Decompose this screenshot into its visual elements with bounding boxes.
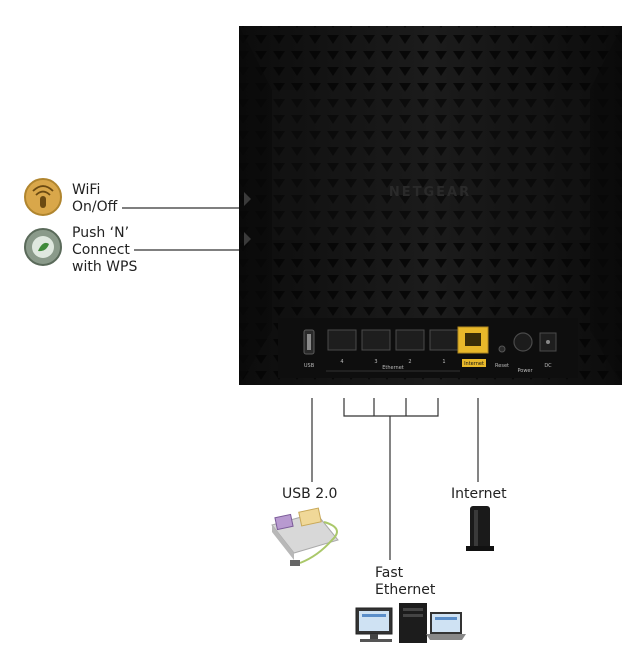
internet-port[interactable]	[457, 326, 489, 354]
brand-logo: NETGEAR	[389, 185, 471, 200]
usb-port[interactable]	[303, 329, 315, 355]
computers-icon	[355, 603, 466, 643]
lan-port-label-4: 4	[340, 359, 343, 365]
lan-port-2[interactable]	[395, 329, 425, 351]
lan-port-label-3: 3	[374, 359, 377, 365]
wps-callout-line3: with WPS	[72, 259, 138, 275]
port-panel	[278, 318, 578, 378]
ethernet-port-group-label: Ethernet	[382, 365, 404, 371]
wifi-side-button[interactable]	[244, 192, 251, 206]
ethernet-callout-label: Fast Ethernet	[375, 565, 435, 599]
wps-callout-line2: Connect	[72, 242, 130, 258]
callout-lines	[122, 207, 479, 560]
router-body	[239, 26, 622, 385]
wps-callout-line1: Push ‘N’	[72, 225, 130, 241]
ethernet-callout-line2: Ethernet	[375, 582, 436, 598]
usb-port-label: USB	[304, 363, 315, 369]
power-label: Power	[517, 368, 533, 374]
wps-callout-label: Push ‘N’ Connect with WPS	[72, 225, 137, 276]
modem-icon	[466, 506, 494, 551]
lan-port-3[interactable]	[361, 329, 391, 351]
lan-port-1[interactable]	[429, 329, 459, 351]
internet-port-label: Internet	[464, 361, 484, 367]
usb-callout-label: USB 2.0	[282, 486, 338, 502]
internet-port-label-bg	[462, 359, 486, 367]
power-button[interactable]	[513, 332, 533, 352]
wps-side-button[interactable]	[244, 232, 251, 246]
reset-button[interactable]	[498, 345, 506, 353]
wifi-toggle-icon	[24, 178, 62, 216]
ethernet-callout-line1: Fast	[375, 565, 404, 581]
wps-icon	[24, 228, 62, 266]
lan-port-label-1: 1	[442, 359, 445, 365]
dc-label: DC	[544, 363, 552, 369]
lan-port-label-2: 2	[408, 359, 411, 365]
lan-port-4[interactable]	[327, 329, 357, 351]
reset-label: Reset	[495, 363, 509, 369]
wifi-callout-label: WiFi On/Off	[72, 182, 117, 216]
usb-devices-icon	[271, 507, 339, 566]
wifi-callout-line1: WiFi	[72, 182, 101, 198]
ethernet-ports	[327, 329, 459, 351]
internet-callout-label: Internet	[451, 486, 507, 502]
wifi-callout-line2: On/Off	[72, 199, 118, 215]
